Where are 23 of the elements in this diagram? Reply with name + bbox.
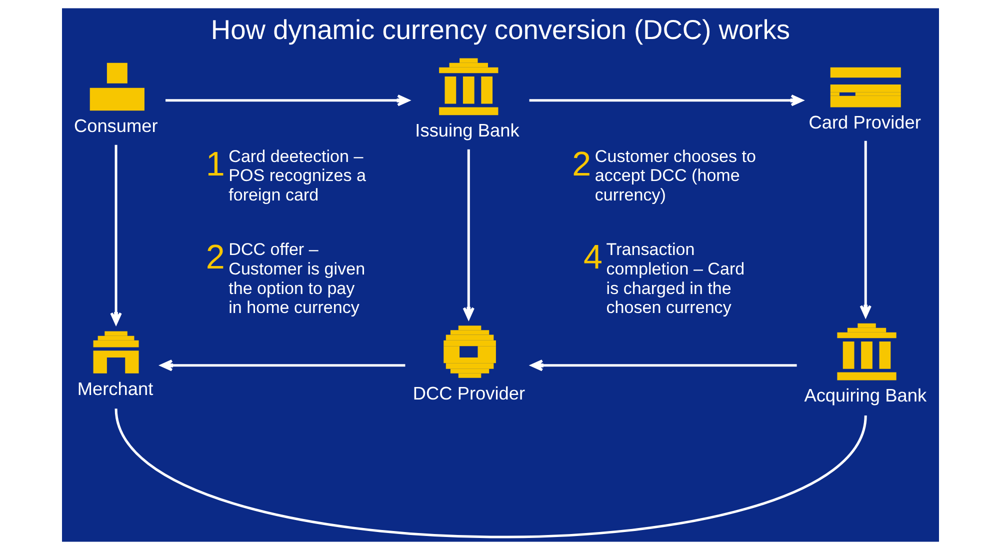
- label: DCC offer – Customer is given the option to pay in home currency: [228, 240, 365, 318]
- connector: [114, 408, 866, 538]
- label: 4: [583, 238, 602, 277]
- arrow: [160, 360, 405, 372]
- label: 1: [205, 145, 224, 184]
- arrow: [530, 360, 796, 372]
- label: Transaction completion – Card is charged in the chosen currency: [606, 240, 744, 318]
- label: Card deetection – POS recognizes a foreign card: [228, 146, 366, 204]
- node-label: Acquiring Bank: [804, 386, 926, 406]
- arrow: [165, 94, 409, 106]
- label: 2: [205, 238, 224, 277]
- arrow: [110, 144, 122, 325]
- diagram-title: How dynamic currency conversion (DCC) works: [210, 14, 790, 46]
- node-label: Card Provider: [808, 112, 920, 133]
- node-label: Issuing Bank: [414, 120, 519, 141]
- node-label: DCC Provider: [412, 383, 525, 404]
- node-label: Consumer: [73, 116, 158, 136]
- label: Customer chooses to accept DCC (home currency): [594, 146, 756, 204]
- arrow: [528, 94, 803, 106]
- label: 2: [572, 145, 591, 184]
- arrow: [859, 140, 871, 318]
- node-label: Merchant: [76, 378, 153, 399]
- arrow: [462, 149, 474, 320]
